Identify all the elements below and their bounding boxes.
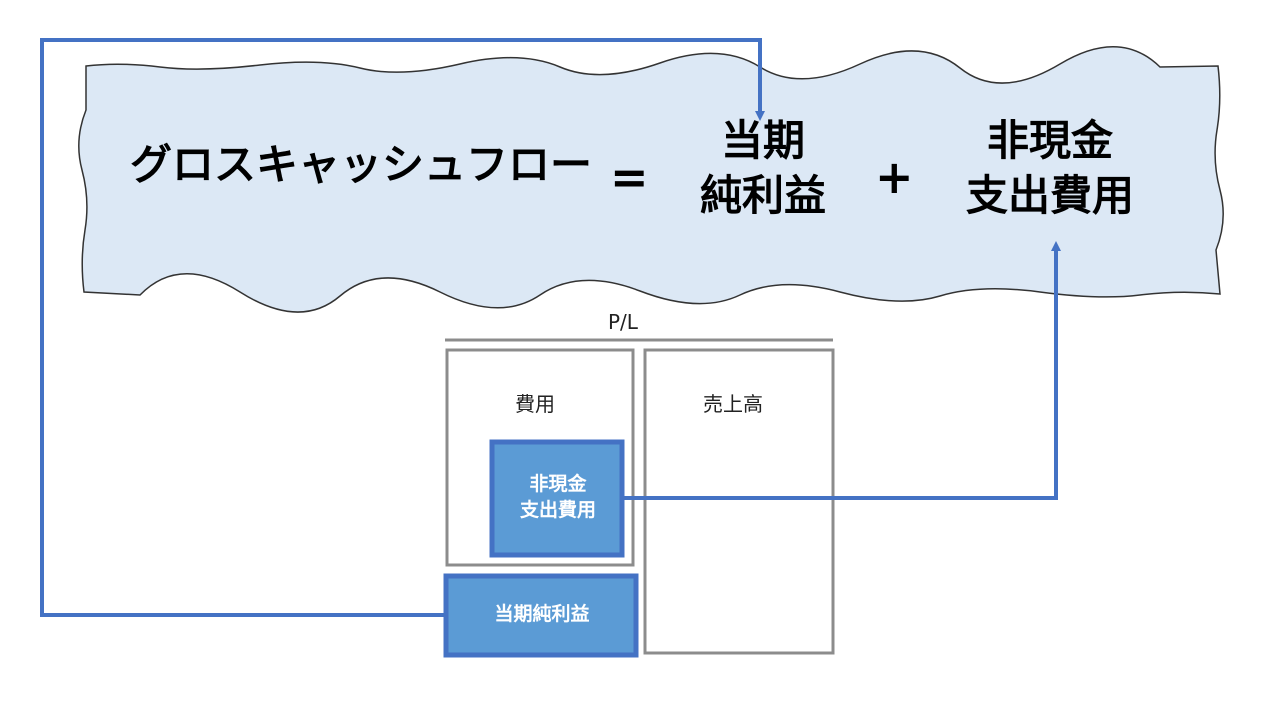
net-income-box — [443, 573, 639, 658]
noncash-expense-box — [489, 439, 625, 558]
sales-box — [643, 348, 835, 655]
equals-sign: = — [610, 150, 649, 204]
formula-lhs-text: グロスキャッシュフロー — [130, 140, 593, 189]
net-income-label: 当期純利益 — [494, 603, 590, 625]
noncash-expense-label: 非現金 支出費用 — [494, 472, 622, 523]
plus-sign: + — [875, 150, 914, 204]
term2-line2: 支出費用 — [965, 170, 1134, 220]
net-income-connector-arrow — [40, 38, 765, 617]
formula-term-noncash-expense: 非現金 支出費用 — [930, 114, 1170, 223]
term1-line2: 純利益 — [699, 170, 826, 220]
noncash-line2: 支出費用 — [519, 498, 596, 521]
formula-banner — [78, 46, 1224, 313]
noncash-connector-arrow — [622, 241, 1061, 500]
pl-title: P/L — [608, 310, 638, 334]
sales-label: 売上高 — [703, 392, 763, 416]
expense-label: 費用 — [515, 392, 555, 416]
formula-term-net-income: 当期 純利益 — [678, 114, 848, 223]
noncash-line1: 非現金 — [529, 473, 587, 495]
term1-line1: 当期 — [720, 116, 805, 165]
term2-line1: 非現金 — [986, 116, 1113, 165]
